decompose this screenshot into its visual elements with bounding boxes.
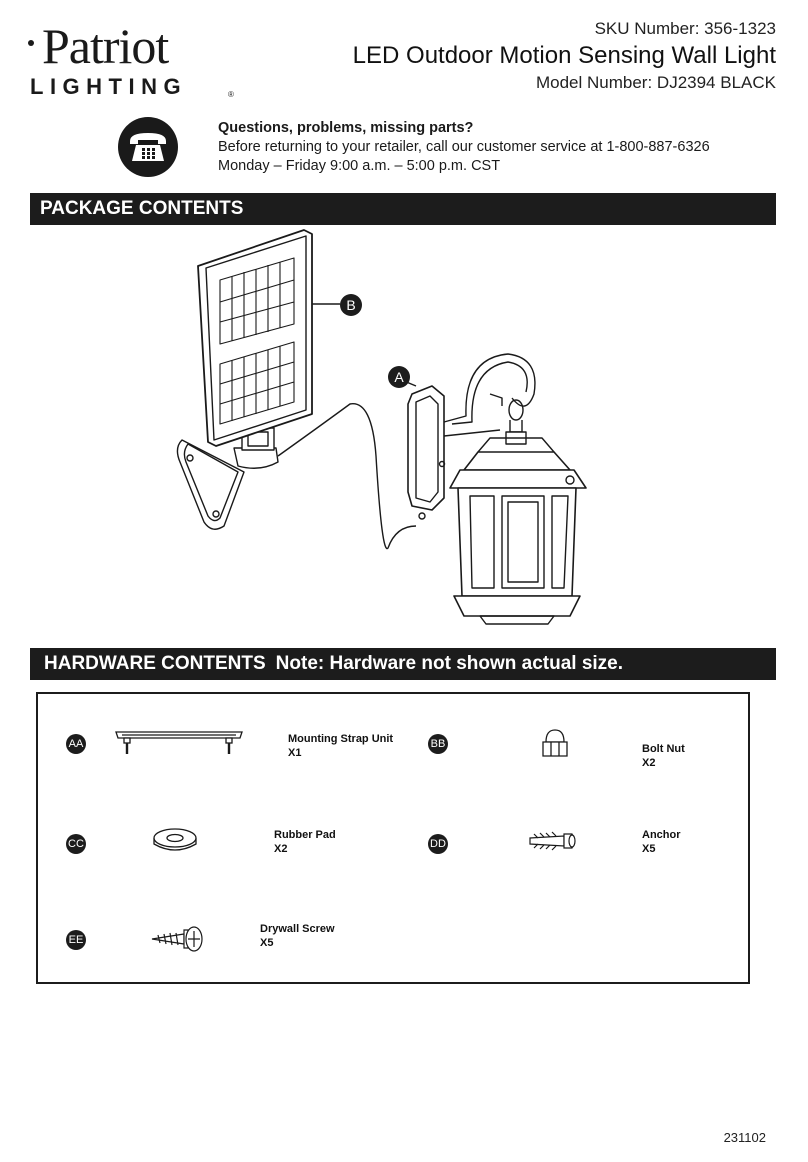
contact-question: Questions, problems, missing parts? bbox=[218, 120, 474, 136]
telephone-icon bbox=[118, 117, 178, 177]
solar-panel-illustration bbox=[176, 229, 340, 530]
hardware-qty-ee: X5 bbox=[260, 937, 274, 949]
document-number: 231102 bbox=[723, 1130, 766, 1145]
hardware-code-aa: AA bbox=[66, 734, 86, 754]
package-contents-heading: PACKAGE CONTENTS bbox=[30, 193, 776, 225]
logo-wordmark: Patriot bbox=[42, 18, 169, 74]
package-heading-text: PACKAGE CONTENTS bbox=[40, 198, 244, 219]
registered-mark: ® bbox=[228, 90, 234, 99]
hardware-qty-cc: X2 bbox=[274, 843, 288, 855]
logo-dot bbox=[28, 40, 34, 46]
hardware-code-ee: EE bbox=[66, 930, 86, 950]
hardware-qty-dd: X5 bbox=[642, 843, 656, 855]
hardware-code-dd: DD bbox=[428, 834, 448, 854]
logo-subword: LIGHTING bbox=[30, 74, 188, 99]
hardware-qty-bb: X2 bbox=[642, 757, 656, 769]
hardware-name-aa: Mounting Strap Unit bbox=[288, 733, 394, 745]
part-label-b: B bbox=[340, 294, 362, 316]
brand-logo: Patriot LIGHTING ® bbox=[28, 18, 238, 99]
hardware-item-cc: Rubber Pad X2 bbox=[274, 828, 336, 856]
contact-phone-line: Before returning to your retailer, call … bbox=[218, 139, 710, 155]
hardware-name-dd: Anchor bbox=[642, 829, 681, 841]
hardware-item-aa: Mounting Strap Unit X1 bbox=[288, 732, 393, 760]
product-title: LED Outdoor Motion Sensing Wall Light bbox=[352, 42, 776, 69]
document-header: SKU Number: 356-1323 LED Outdoor Motion … bbox=[353, 18, 776, 94]
anchor-icon bbox=[528, 828, 580, 859]
hardware-item-ee: Drywall Screw X5 bbox=[260, 922, 335, 950]
model-number: Model Number: DJ2394 BLACK bbox=[535, 73, 776, 92]
sku-number: SKU Number: 356-1323 bbox=[594, 19, 776, 38]
hardware-name-ee: Drywall Screw bbox=[260, 923, 335, 935]
drywall-screw-icon bbox=[150, 922, 204, 961]
hardware-qty-aa: X1 bbox=[288, 747, 302, 759]
bolt-nut-icon bbox=[540, 726, 570, 765]
part-label-a: A bbox=[388, 366, 410, 388]
hardware-heading-text: HARDWARE CONTENTS bbox=[44, 653, 266, 674]
hardware-name-bb: Bolt Nut bbox=[642, 743, 685, 755]
hardware-contents-heading: HARDWARE CONTENTS Note: Hardware not show… bbox=[30, 648, 776, 680]
customer-service-info: Questions, problems, missing parts? Befo… bbox=[218, 119, 710, 176]
contact-hours-line: Monday – Friday 9:00 a.m. – 5:00 p.m. CS… bbox=[218, 158, 501, 174]
mounting-strap-icon bbox=[114, 726, 244, 761]
hardware-code-cc: CC bbox=[66, 834, 86, 854]
rubber-pad-icon bbox=[152, 826, 198, 861]
package-illustration: B A bbox=[160, 226, 610, 636]
hardware-code-bb: BB bbox=[428, 734, 448, 754]
hardware-name-cc: Rubber Pad bbox=[274, 829, 336, 841]
hardware-contents-box: AA Mounting Strap Unit X1 BB Bolt Nut bbox=[36, 692, 750, 984]
hardware-size-note: Note: Hardware not shown actual size. bbox=[275, 653, 624, 674]
hardware-item-dd: Anchor X5 bbox=[642, 828, 681, 856]
light-fixture-illustration bbox=[391, 353, 587, 625]
hardware-item-bb: Bolt Nut X2 bbox=[642, 742, 685, 770]
